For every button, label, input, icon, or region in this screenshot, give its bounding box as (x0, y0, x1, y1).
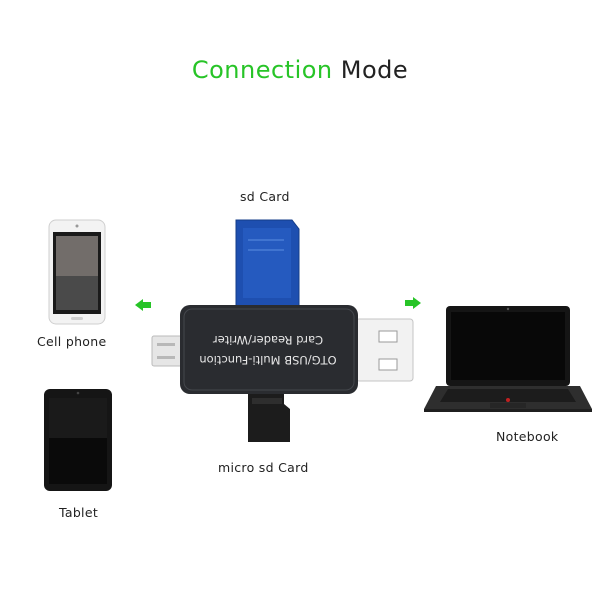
reader-text-line1: OTG/USB Multi-Function (199, 353, 336, 367)
usb-a-plug (355, 318, 414, 382)
micro-sd-card-label: micro sd Card (218, 460, 309, 475)
micro-sd-card-image (248, 394, 290, 442)
page-title: Connection Mode (0, 56, 600, 84)
card-reader-body: OTG/USB Multi-Function Card Reader/Write… (180, 305, 358, 394)
notebook-label: Notebook (496, 429, 559, 444)
sd-card-label: sd Card (240, 189, 290, 204)
reader-text-line2: Card Reader/Writer (213, 333, 323, 347)
left-arrow-icon (135, 299, 151, 311)
title-mode: Mode (340, 56, 409, 84)
notebook-image (424, 306, 592, 412)
tablet-image (44, 389, 112, 491)
tablet-label: Tablet (59, 505, 99, 520)
title-connection: Connection (191, 56, 333, 84)
cell-phone-label: Cell phone (37, 334, 107, 349)
right-arrow-icon (405, 297, 421, 309)
micro-usb-plug (151, 335, 183, 367)
cell-phone-image (48, 219, 106, 325)
sd-card-image (235, 219, 300, 307)
